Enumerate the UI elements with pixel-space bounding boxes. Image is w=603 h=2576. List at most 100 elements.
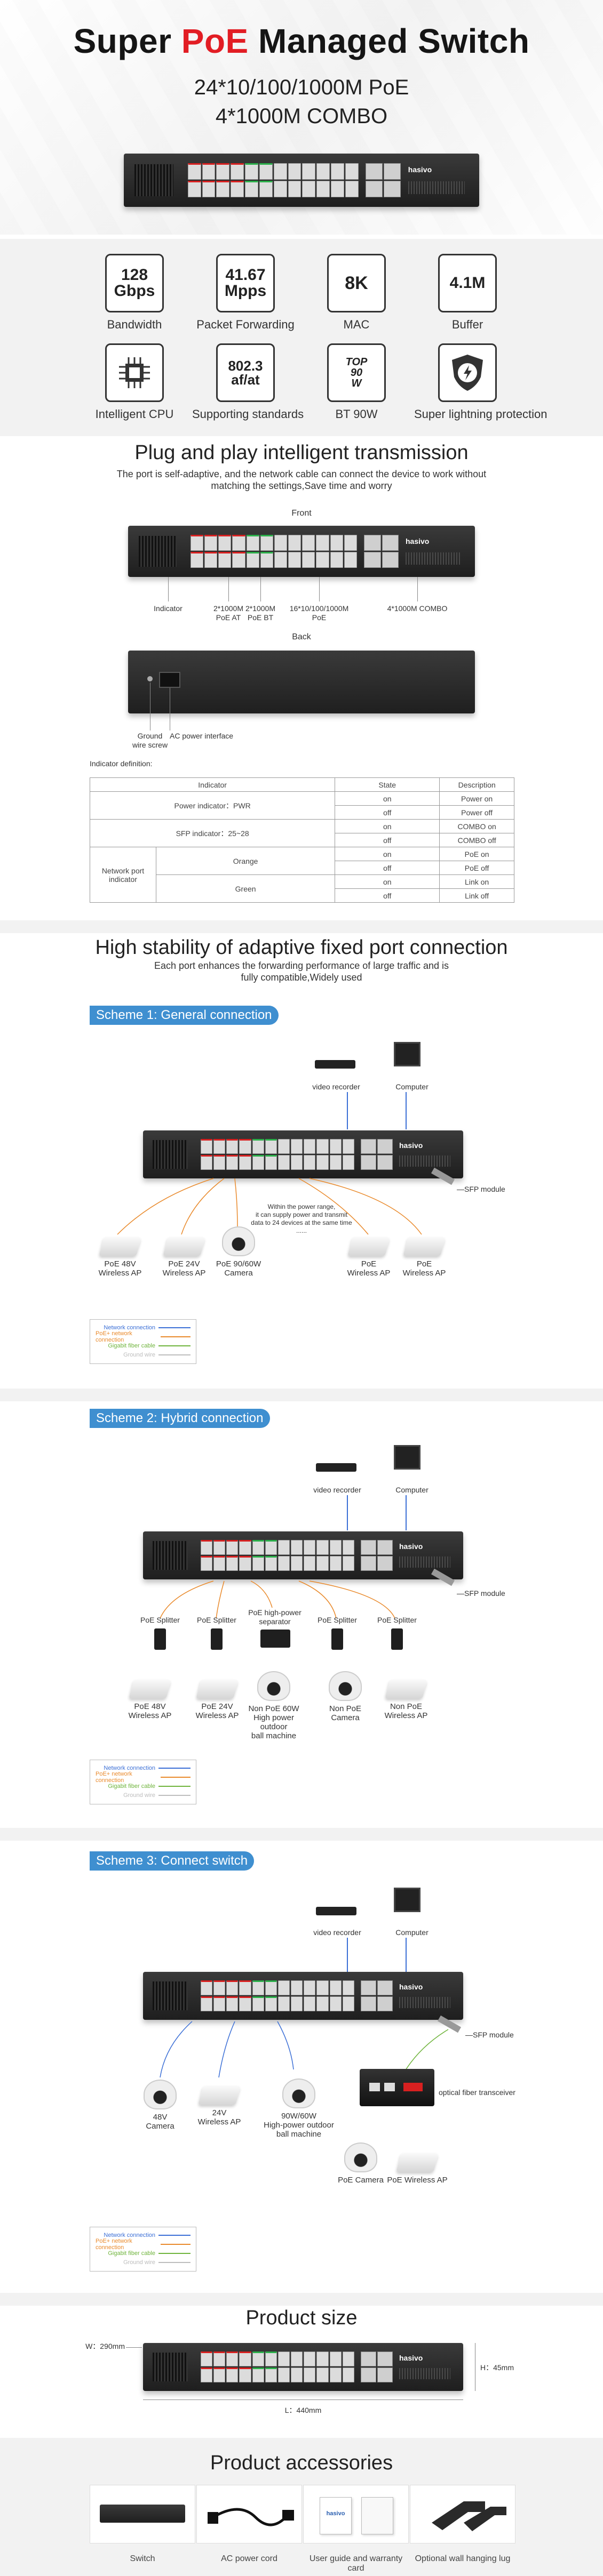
splitter-device (326, 1628, 349, 1653)
rj45-port (252, 1996, 264, 2011)
computer-icon (394, 1888, 420, 1912)
callout-line (168, 577, 169, 601)
rj45-port (265, 2367, 277, 2382)
splitter-device (148, 1628, 172, 1653)
rj45-port (291, 1555, 303, 1571)
device-label: PoE (361, 1259, 377, 1269)
rj45-port (191, 551, 204, 568)
rj45-port (273, 181, 287, 197)
front-label: Front (291, 509, 312, 518)
label-line: PoE (312, 613, 327, 622)
rj45-port (288, 535, 302, 551)
table-header-row: Indicator State Description (89, 777, 514, 792)
brand-logo: hasivo (399, 1141, 423, 1150)
table-header: Description (439, 777, 514, 792)
rj45-port (304, 1154, 316, 1170)
brand-logo: hasivo (399, 1982, 423, 1991)
camera-icon (344, 2142, 377, 2172)
switch-front-view: hasivo (128, 526, 475, 577)
label-line: 16*10/100/1000M (289, 604, 349, 613)
rj45-port (259, 181, 273, 197)
legend-line (158, 2261, 191, 2263)
scheme-2-title: Scheme 2: Hybrid connection (90, 1409, 270, 1428)
legend-text: Network connection (104, 2232, 155, 2238)
legend-line (158, 1794, 191, 1796)
brand-logo: hasivo (399, 2353, 423, 2362)
legend-line (158, 1345, 191, 1346)
legend-item: Network connection (96, 1763, 191, 1772)
rj45-port (226, 1540, 239, 1555)
table-cell: on (335, 847, 440, 861)
rj45-port (274, 551, 288, 568)
device-label: PoE 24V (168, 1259, 200, 1269)
switch-back-view (128, 651, 475, 713)
device-label: PoE Wireless AP (387, 2176, 448, 2185)
rj45-port (265, 1154, 277, 1170)
rj45-port (201, 1540, 213, 1555)
table-cell: off (335, 861, 440, 875)
rj45-port (218, 551, 232, 568)
device-label: Non PoE 60W (248, 1704, 299, 1713)
indicator-definition: Indicator definition: (90, 759, 153, 768)
legend-text: Ground wire (123, 1792, 155, 1799)
device-label: ball machine (276, 2130, 322, 2139)
rj45-port (273, 163, 287, 180)
label-line: separator (259, 1617, 291, 1626)
device-label: PoE 24V (201, 1702, 233, 1711)
poe-splitter-label: PoE Splitter (140, 1616, 180, 1624)
hero-section: Super PoE Managed Switch 24*10/100/1000M… (0, 0, 603, 235)
spec-value: 8K (327, 254, 386, 312)
stability-title: High stability of adaptive fixed port co… (95, 936, 508, 959)
combo-port (377, 1540, 393, 1555)
rj45-port (232, 551, 245, 568)
scheme-3-title: Scheme 3: Connect switch (90, 1851, 255, 1871)
video-recorder-icon (315, 1060, 355, 1069)
table-cell: COMBO on (439, 819, 514, 833)
hero-subtitle-1: 24*10/100/1000M PoE (194, 76, 409, 99)
table-cell: Power indicator：PWR (89, 791, 336, 820)
table-cell: PoE off (439, 861, 514, 875)
rj45-port-array (201, 1980, 354, 2011)
device-label: Wireless AP (347, 1269, 391, 1278)
rj45-port (187, 181, 201, 197)
rj45-port (291, 2352, 303, 2366)
rj45-port (330, 163, 344, 180)
combo-port (377, 2352, 393, 2366)
rj45-port (316, 1540, 329, 1555)
wireless-ap-icon (196, 1680, 239, 1699)
title-highlight: PoE (181, 22, 249, 60)
combo-port (361, 1154, 376, 1170)
rj45-port (231, 181, 244, 197)
combo-label: 4*1000M COMBO (387, 604, 448, 613)
rj45-port (245, 163, 258, 180)
combo-port (361, 1980, 376, 1995)
rj45-port (252, 1154, 264, 1170)
power-cord-icon (208, 2508, 294, 2526)
fiber-transceiver-icon (360, 2069, 434, 2106)
indicator-label: Indicator (154, 604, 183, 613)
rj45-port (201, 1980, 213, 1995)
accessory-wall-lug (410, 2485, 515, 2543)
plug-title: Plug and play intelligent transmission (134, 442, 469, 464)
rj45-port (252, 1980, 264, 1995)
camera-icon (282, 2079, 315, 2108)
scheme-1-title: Scheme 1: General connection (90, 1006, 279, 1025)
spec-value: 128 Gbps (105, 254, 164, 312)
callout-line (417, 577, 418, 601)
computer-label: Computer (395, 1486, 429, 1494)
legend-line (161, 1776, 191, 1778)
rj45-port (239, 1996, 251, 2011)
rj45-port-array (201, 1540, 354, 1571)
legend-text: Gigabit fiber cable (108, 1783, 155, 1789)
note-line: it can supply power and transmit (255, 1211, 348, 1218)
